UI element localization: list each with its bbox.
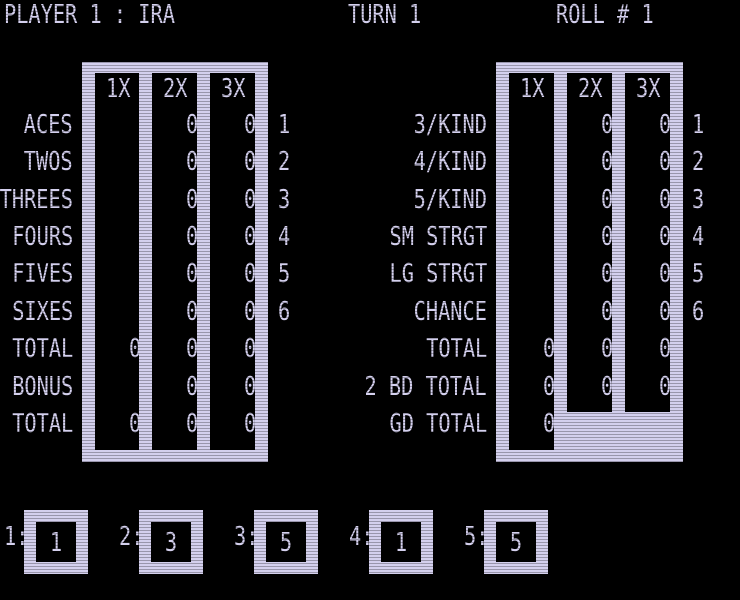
die-value: 1 (49, 528, 63, 558)
lower-col-2x: 2X (578, 74, 603, 104)
upper-cell-1x[interactable]: 0 (129, 334, 142, 364)
lower-row-label: TOTAL (425, 334, 487, 364)
lower-cell-2x[interactable]: 0 (601, 222, 614, 252)
upper-cell-2x[interactable]: 0 (186, 409, 199, 439)
lower-cell-2x[interactable]: 0 (601, 147, 614, 177)
die-5[interactable]: 5 (484, 510, 548, 574)
lower-cell-3x[interactable]: 0 (659, 334, 672, 364)
upper-col-2x: 2X (163, 74, 188, 104)
upper-cell-3x[interactable]: 0 (244, 334, 257, 364)
upper-row-label: THREES (0, 185, 73, 215)
lower-cell-2x[interactable]: 0 (601, 372, 614, 402)
upper-cell-3x[interactable]: 0 (244, 297, 257, 327)
upper-cell-2x[interactable]: 0 (186, 185, 199, 215)
turn-indicator: TURN 1 (348, 0, 422, 30)
upper-cell-1x[interactable]: 0 (129, 409, 142, 439)
upper-cell-2x[interactable]: 0 (186, 297, 199, 327)
upper-row-label: FOURS (11, 222, 73, 252)
upper-row-number: 1 (278, 110, 291, 140)
upper-row-number: 5 (278, 259, 291, 289)
die-1[interactable]: 1 (24, 510, 88, 574)
lower-cell-1x[interactable]: 0 (543, 334, 556, 364)
upper-row-number: 4 (278, 222, 291, 252)
lower-cell-2x[interactable]: 0 (601, 110, 614, 140)
upper-row-label: TOTAL (11, 409, 73, 439)
lower-cell-3x[interactable]: 0 (659, 372, 672, 402)
lower-row-label: GD TOTAL (389, 409, 487, 439)
die-face (36, 522, 76, 562)
roll-counter: ROLL # 1 (556, 0, 654, 30)
lower-row-number: 5 (692, 259, 705, 289)
lower-cell-3x[interactable]: 0 (659, 259, 672, 289)
lower-row-label: 2 BD TOTAL (364, 372, 487, 402)
upper-col-1x: 1X (106, 74, 131, 104)
lower-row-label: LG STRGT (389, 259, 487, 289)
upper-cell-3x[interactable]: 0 (244, 222, 257, 252)
lower-cell-2x[interactable]: 0 (601, 334, 614, 364)
upper-row-label: TWOS (24, 147, 73, 177)
upper-cell-3x[interactable]: 0 (244, 110, 257, 140)
lower-col-3x: 3X (636, 74, 661, 104)
upper-cell-2x[interactable]: 0 (186, 334, 199, 364)
die-value: 5 (509, 528, 523, 558)
lower-row-number: 3 (692, 185, 705, 215)
lower-row-label: CHANCE (413, 297, 487, 327)
upper-cell-2x[interactable]: 0 (186, 372, 199, 402)
lower-cell-3x[interactable]: 0 (659, 222, 672, 252)
die-3[interactable]: 5 (254, 510, 318, 574)
lower-row-number: 4 (692, 222, 705, 252)
upper-row-label: SIXES (11, 297, 73, 327)
die-face (496, 522, 536, 562)
upper-row-number: 2 (278, 147, 291, 177)
upper-row-number: 6 (278, 297, 291, 327)
upper-cell-2x[interactable]: 0 (186, 259, 199, 289)
die-value: 5 (279, 528, 293, 558)
player-name: PLAYER 1 : IRA (4, 0, 175, 30)
upper-cell-3x[interactable]: 0 (244, 259, 257, 289)
upper-cell-2x[interactable]: 0 (186, 222, 199, 252)
upper-cell-3x[interactable]: 0 (244, 372, 257, 402)
upper-col-3x: 3X (221, 74, 246, 104)
lower-row-label: SM STRGT (389, 222, 487, 252)
upper-cell-3x[interactable]: 0 (244, 147, 257, 177)
lower-row-number: 1 (692, 110, 705, 140)
lower-row-number: 2 (692, 147, 705, 177)
lower-cell-2x[interactable]: 0 (601, 297, 614, 327)
upper-cell-2x[interactable]: 0 (186, 147, 199, 177)
die-value: 3 (164, 528, 178, 558)
lower-row-label: 3/KIND (413, 110, 487, 140)
lower-row-label: 4/KIND (413, 147, 487, 177)
die-4[interactable]: 1 (369, 510, 433, 574)
upper-cell-3x[interactable]: 0 (244, 185, 257, 215)
upper-row-label: BONUS (11, 372, 73, 402)
lower-col-1x: 1X (520, 74, 545, 104)
lower-row-label: 5/KIND (413, 185, 487, 215)
lower-cell-3x[interactable]: 0 (659, 110, 672, 140)
lower-cell-3x[interactable]: 0 (659, 147, 672, 177)
gd-total-filled-block (554, 412, 683, 462)
lower-cell-2x[interactable]: 0 (601, 259, 614, 289)
upper-row-number: 3 (278, 185, 291, 215)
die-face (266, 522, 306, 562)
lower-cell-1x[interactable]: 0 (543, 409, 556, 439)
die-value: 1 (394, 528, 408, 558)
upper-row-label: ACES (24, 110, 73, 140)
upper-row-label: FIVES (11, 259, 73, 289)
upper-cell-2x[interactable]: 0 (186, 110, 199, 140)
upper-cell-3x[interactable]: 0 (244, 409, 257, 439)
lower-cell-3x[interactable]: 0 (659, 297, 672, 327)
die-face (381, 522, 421, 562)
lower-cell-1x[interactable]: 0 (543, 372, 556, 402)
die-face (151, 522, 191, 562)
lower-cell-2x[interactable]: 0 (601, 185, 614, 215)
die-2[interactable]: 3 (139, 510, 203, 574)
lower-cell-3x[interactable]: 0 (659, 185, 672, 215)
lower-row-number: 6 (692, 297, 705, 327)
upper-row-label: TOTAL (11, 334, 73, 364)
